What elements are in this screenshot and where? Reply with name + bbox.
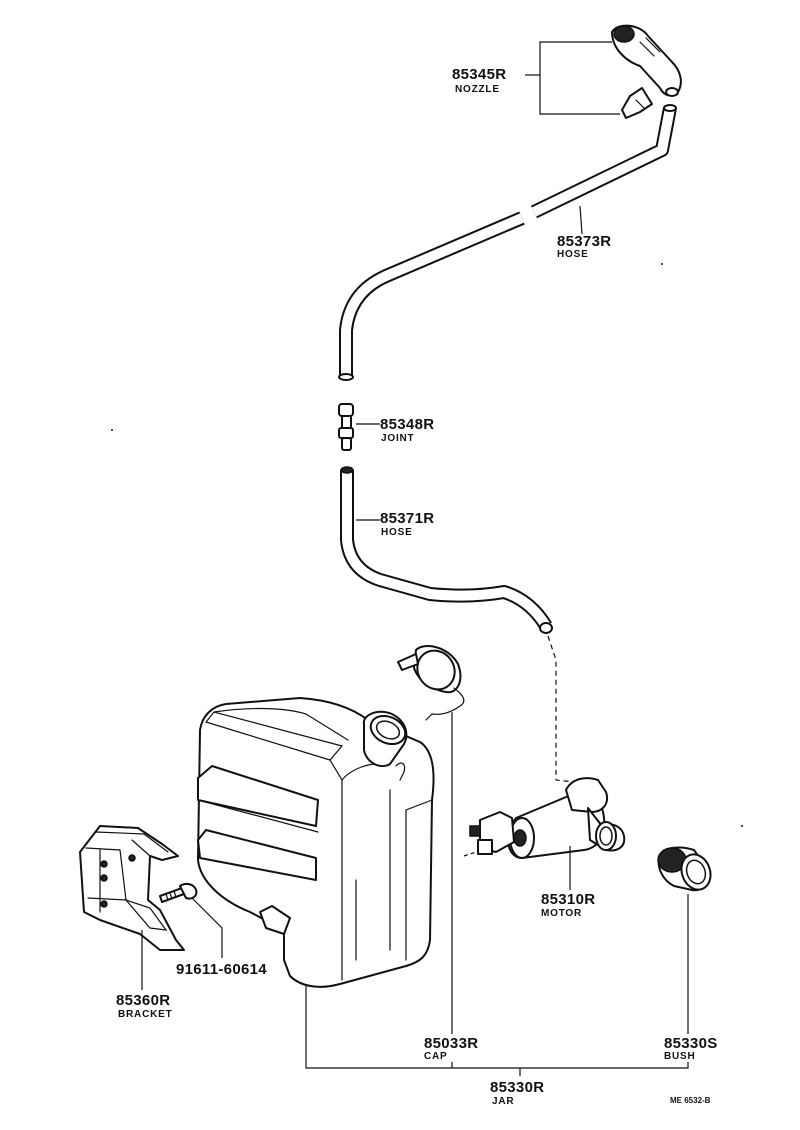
jar-part-number: 85330R (490, 1079, 544, 1096)
upper-hose-name: HOSE (557, 249, 589, 260)
motor-part-number: 85310R (541, 891, 595, 908)
bush-name: BUSH (664, 1051, 696, 1062)
lower-hose-part-number: 85371R (380, 510, 434, 527)
nozzle-part (611, 24, 682, 119)
bracket-name: BRACKET (118, 1009, 173, 1020)
cap-part (397, 645, 465, 721)
upper-hose-part (338, 104, 677, 381)
nozzle-name: NOZZLE (455, 84, 500, 95)
jar-part (197, 697, 435, 988)
bolt-part (159, 882, 198, 903)
joint-part-number: 85348R (380, 416, 434, 433)
motor-part (469, 777, 626, 859)
bush-part-number: 85330S (664, 1035, 718, 1052)
cap-name: CAP (424, 1051, 448, 1062)
bolt-part-number: 91611-60614 (176, 961, 267, 978)
drawing-code: ME 6532-B (670, 1096, 711, 1105)
nozzle-part-number: 85345R (452, 66, 506, 83)
bush-part (657, 846, 712, 892)
joint-part (338, 403, 354, 451)
lower-hose-part (340, 466, 553, 634)
upper-hose-part-number: 85373R (557, 233, 611, 250)
lower-hose-name: HOSE (381, 527, 413, 538)
motor-name: MOTOR (541, 908, 582, 919)
bracket-part (79, 825, 185, 951)
bracket-part-number: 85360R (116, 992, 170, 1009)
cap-part-number: 85033R (424, 1035, 478, 1052)
jar-name: JAR (492, 1096, 514, 1107)
joint-name: JOINT (381, 433, 414, 444)
